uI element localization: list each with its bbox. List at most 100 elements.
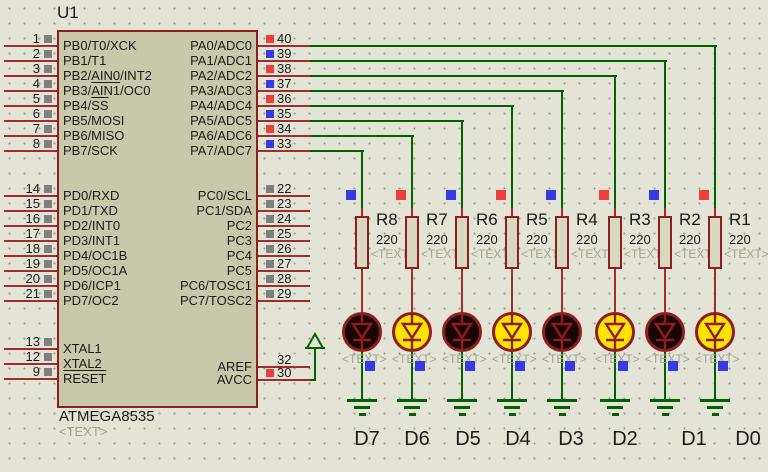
pin-stub-8[interactable] [4, 150, 57, 152]
pin-stub-5[interactable] [4, 105, 57, 107]
pin-stub-20[interactable] [4, 285, 57, 287]
resistor-body-R6[interactable] [455, 216, 469, 269]
pin-stub-16[interactable] [4, 225, 57, 227]
net-wire-v-D0[interactable] [714, 46, 716, 208]
net-wire-v-D2[interactable] [614, 76, 616, 208]
pin-stub-12[interactable] [4, 363, 57, 365]
avcc-wire[interactable] [310, 379, 316, 381]
led-D3[interactable] [542, 312, 582, 352]
pin-stub-6[interactable] [4, 120, 57, 122]
resistor-pin-top-R3[interactable] [614, 208, 616, 216]
led-pin-top-D4[interactable] [511, 269, 513, 312]
net-wire-v-D6[interactable] [411, 136, 413, 208]
net-wire-h-D7[interactable] [310, 150, 364, 152]
led-pin-top-D3[interactable] [561, 269, 563, 312]
led-D1[interactable] [645, 312, 685, 352]
net-wire-v-D4[interactable] [511, 106, 513, 208]
resistor-pin-top-R7[interactable] [411, 208, 413, 216]
resistor-body-R1[interactable] [708, 216, 722, 269]
led-pin-top-D7[interactable] [361, 269, 363, 312]
net-wire-h-D1[interactable] [310, 60, 667, 62]
power-terminal-stem[interactable] [314, 349, 316, 380]
led-D2[interactable] [595, 312, 635, 352]
pin-stub-28[interactable] [258, 285, 310, 287]
pin-stub-35[interactable] [258, 120, 310, 122]
pin-stub-7[interactable] [4, 135, 57, 137]
net-wire-v-D7[interactable] [361, 151, 363, 208]
resistor-pin-top-R5[interactable] [511, 208, 513, 216]
pin-stub-3[interactable] [4, 75, 57, 77]
net-wire-h-D3[interactable] [310, 90, 564, 92]
pin-stub-29[interactable] [258, 300, 310, 302]
gnd-wire-D5[interactable] [461, 352, 463, 399]
led-D7[interactable] [342, 312, 382, 352]
pin-stub-34[interactable] [258, 135, 310, 137]
net-wire-v-D3[interactable] [561, 91, 563, 208]
ground-bar1-D7[interactable] [347, 399, 377, 402]
pin-stub-36[interactable] [258, 105, 310, 107]
resistor-pin-top-R4[interactable] [561, 208, 563, 216]
pin-stub-32[interactable] [258, 366, 310, 368]
gnd-wire-D0[interactable] [714, 352, 716, 399]
net-wire-h-D5[interactable] [310, 120, 464, 122]
pin-stub-19[interactable] [4, 270, 57, 272]
led-pin-top-D5[interactable] [461, 269, 463, 312]
net-wire-h-D4[interactable] [310, 105, 514, 107]
pin-stub-14[interactable] [4, 195, 57, 197]
resistor-body-R7[interactable] [405, 216, 419, 269]
net-wire-h-D0[interactable] [310, 45, 717, 47]
led-pin-top-D6[interactable] [411, 269, 413, 312]
pin-stub-33[interactable] [258, 150, 310, 152]
gnd-wire-D7[interactable] [361, 352, 363, 399]
led-D6[interactable] [392, 312, 432, 352]
pin-stub-1[interactable] [4, 45, 57, 47]
pin-stub-23[interactable] [258, 210, 310, 212]
pin-stub-9[interactable] [4, 378, 57, 380]
led-pin-top-D0[interactable] [714, 269, 716, 312]
pin-stub-37[interactable] [258, 90, 310, 92]
gnd-wire-D1[interactable] [664, 352, 666, 399]
gnd-wire-D2[interactable] [614, 352, 616, 399]
led-D5[interactable] [442, 312, 482, 352]
net-wire-h-D6[interactable] [310, 135, 414, 137]
pin-stub-2[interactable] [4, 60, 57, 62]
pin-stub-40[interactable] [258, 45, 310, 47]
pin-stub-15[interactable] [4, 210, 57, 212]
net-wire-v-D1[interactable] [664, 61, 666, 208]
led-pin-top-D1[interactable] [664, 269, 666, 312]
pin-stub-24[interactable] [258, 225, 310, 227]
pin-stub-17[interactable] [4, 240, 57, 242]
pin-stub-30[interactable] [258, 379, 310, 381]
resistor-pin-top-R8[interactable] [361, 208, 363, 216]
pin-stub-39[interactable] [258, 60, 310, 62]
pin-stub-13[interactable] [4, 348, 57, 350]
ground-bar1-D5[interactable] [447, 399, 477, 402]
resistor-body-R5[interactable] [505, 216, 519, 269]
led-D4[interactable] [492, 312, 532, 352]
pin-stub-26[interactable] [258, 255, 310, 257]
led-pin-top-D2[interactable] [614, 269, 616, 312]
pin-stub-18[interactable] [4, 255, 57, 257]
pin-stub-22[interactable] [258, 195, 310, 197]
chip-body[interactable] [57, 30, 258, 408]
ground-bar1-D1[interactable] [650, 399, 680, 402]
pin-stub-25[interactable] [258, 240, 310, 242]
resistor-body-R4[interactable] [555, 216, 569, 269]
resistor-pin-top-R6[interactable] [461, 208, 463, 216]
resistor-body-R2[interactable] [658, 216, 672, 269]
ground-bar1-D0[interactable] [700, 399, 730, 402]
net-wire-h-D2[interactable] [310, 75, 617, 77]
gnd-wire-D4[interactable] [511, 352, 513, 399]
gnd-wire-D6[interactable] [411, 352, 413, 399]
power-terminal[interactable] [304, 331, 326, 356]
ground-bar1-D2[interactable] [600, 399, 630, 402]
ground-bar1-D6[interactable] [397, 399, 427, 402]
ground-bar1-D4[interactable] [497, 399, 527, 402]
pin-stub-21[interactable] [4, 300, 57, 302]
ground-bar1-D3[interactable] [547, 399, 577, 402]
resistor-body-R8[interactable] [355, 216, 369, 269]
resistor-body-R3[interactable] [608, 216, 622, 269]
pin-stub-4[interactable] [4, 90, 57, 92]
led-D0[interactable] [695, 312, 735, 352]
